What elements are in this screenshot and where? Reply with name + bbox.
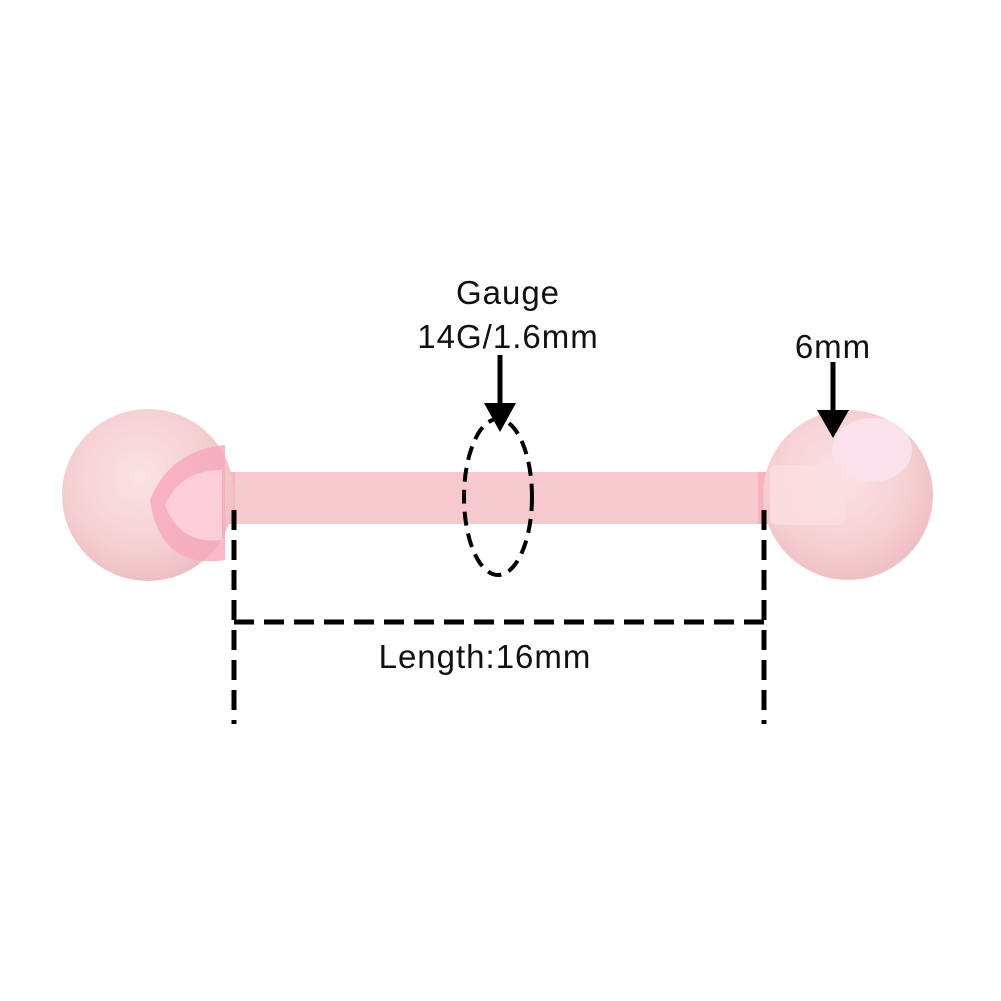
- barbell-shaft: [215, 472, 775, 524]
- gauge-arrow-icon: [484, 355, 516, 432]
- right-ball: [763, 410, 933, 580]
- length-label: Length:16mm: [379, 638, 592, 675]
- left-ball: [62, 409, 234, 581]
- gauge-title: Gauge: [456, 274, 560, 311]
- ball-size-label: 6mm: [795, 328, 871, 365]
- gauge-value: 14G/1.6mm: [417, 318, 598, 355]
- ball-size-arrow-icon: [817, 362, 849, 438]
